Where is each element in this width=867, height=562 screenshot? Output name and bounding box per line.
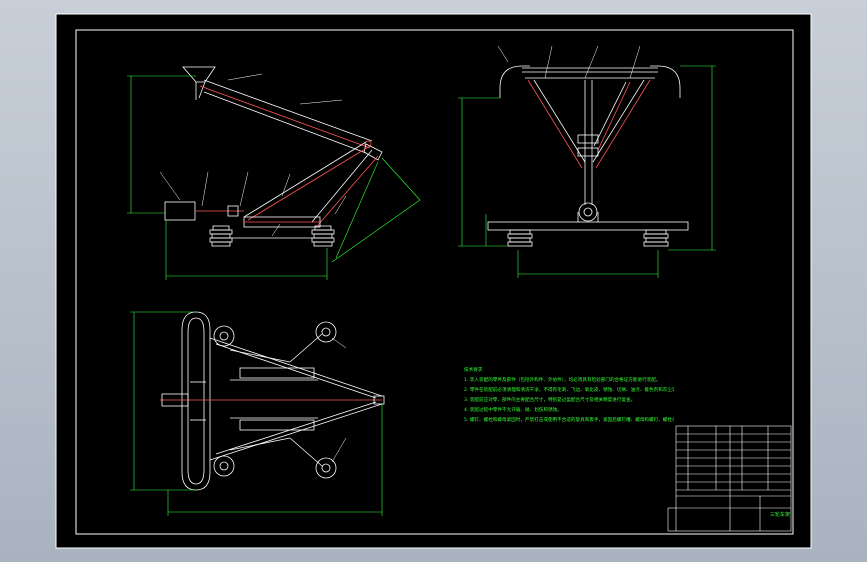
front-view-wheel-left [507, 229, 533, 247]
top-view-wheel-fl [315, 321, 337, 343]
side-view-dimensions [127, 75, 421, 280]
front-view-v-left [527, 79, 583, 169]
top-view-wheel-fr [315, 457, 337, 479]
side-view-boom [199, 85, 371, 149]
side-view-wheel-left [209, 225, 233, 247]
title-block-name: 三轮车架 [770, 511, 790, 518]
top-view-frame-upper [209, 337, 383, 397]
front-view-dimensions [458, 65, 716, 278]
top-view-leaders [331, 337, 347, 463]
side-view [164, 66, 383, 247]
front-view-base [487, 221, 689, 231]
notes-title: 技术要求 [464, 368, 483, 373]
top-view-wheel-rr [213, 455, 235, 477]
side-view-leaders [159, 73, 347, 237]
drawing-frame [75, 29, 794, 535]
side-view-wheel-right [311, 225, 335, 247]
sheet-border [55, 13, 812, 549]
top-view-frame-lower [209, 403, 383, 461]
front-view-hub [578, 202, 598, 222]
note-2: 2. 零件在装配前必须清理和清洗干净，不得有毛刺、飞边、氧化皮、锈蚀、切屑、油污… [464, 388, 674, 393]
front-view-arc-right [650, 65, 681, 98]
front-view-arc-left [499, 65, 530, 98]
front-view-v-right [595, 79, 651, 169]
note-4: 4. 装配过程中零件不允许磕、碰、划伤和锈蚀。 [464, 408, 562, 413]
top-view-wheel-rl [213, 325, 235, 347]
note-1: 1. 装入装配的零件及部件（包括外购件、外协件），均必须具有检验部门的合格证方能… [464, 378, 661, 383]
front-view-leaders [497, 45, 641, 79]
front-view [487, 65, 689, 247]
technical-notes: 技术要求 1. 装入装配的零件及部件（包括外购件、外协件），均必须具有检验部门的… [464, 366, 674, 426]
front-view-wheel-right [643, 229, 669, 247]
top-view-dimensions [130, 311, 383, 516]
note-5: 5. 螺钉、螺栓和螺母紧固时，严禁打击或使用不合适的旋具和扳手，紧固后螺钉槽、螺… [464, 418, 674, 423]
title-block [667, 425, 792, 532]
note-3: 3. 装配前应对零、部件的主要配合尺寸，特别是过盈配合尺寸及相关精度进行复查。 [464, 398, 636, 403]
